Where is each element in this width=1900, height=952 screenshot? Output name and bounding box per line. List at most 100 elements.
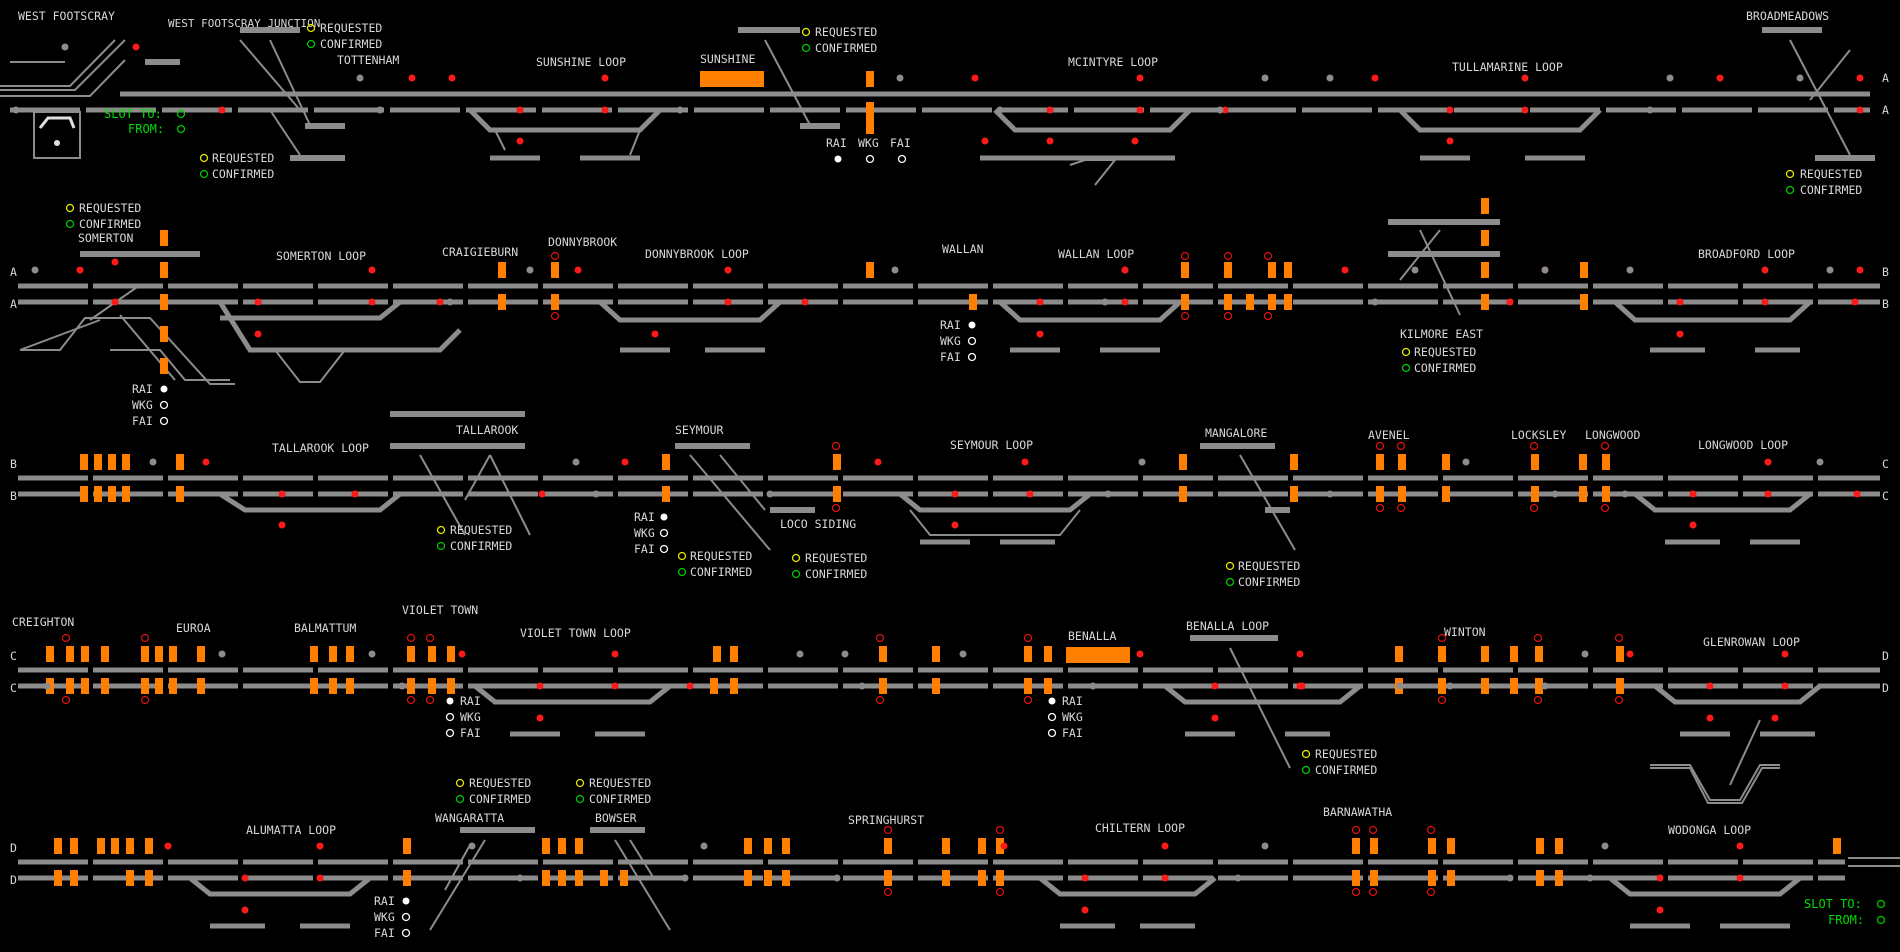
glenrowan-loop [1653, 684, 1822, 705]
alumatta-loop [188, 876, 372, 897]
requested-label: REQUESTED [212, 151, 274, 165]
station-bowser: BOWSER [595, 811, 637, 825]
station-loco-siding: LOCO SIDING [780, 517, 856, 531]
longwood-loop [1633, 492, 1812, 513]
tullamarine-loop [1398, 108, 1602, 133]
station-tullamarine-loop: TULLAMARINE LOOP [1452, 60, 1563, 74]
row-marker: D [1882, 649, 1889, 663]
row-b-signals[interactable] [31, 258, 1864, 338]
row-e-ring-signals [883, 825, 1436, 897]
row-marker: A [1882, 71, 1889, 85]
wkg-label: WKG [460, 710, 481, 724]
confirmed-label: CONFIRMED [1315, 763, 1377, 777]
row-a-signals[interactable] [12, 43, 1864, 145]
requested-label: REQUESTED [1800, 167, 1862, 181]
row-b: SOMERTON SOMERTON LOOP CRAIGIEBURN DONNY… [10, 198, 1889, 428]
row-c-occupancy [80, 454, 1610, 502]
slot-to-label: SLOT TO: [104, 107, 162, 121]
row-marker: D [10, 873, 17, 887]
requested-label: REQUESTED [805, 551, 867, 565]
requested-label: REQUESTED [320, 21, 382, 35]
station-kilmore-east: KILMORE EAST [1400, 327, 1483, 341]
slot-to-label: SLOT TO: [1804, 897, 1862, 911]
requested-label: REQUESTED [589, 776, 651, 790]
mcintyre-loop [993, 108, 1192, 133]
station-tallarook: TALLAROOK [456, 423, 518, 437]
station-donnybrook: DONNYBROOK [548, 235, 617, 249]
row-b-occupancy [160, 198, 1588, 374]
rai-label: RAI [460, 694, 481, 708]
tallarook-loop [218, 491, 402, 513]
station-balmattum: BALMATTUM [294, 621, 356, 635]
rai-label: RAI [826, 136, 847, 150]
station-violet-town: VIOLET TOWN [402, 603, 478, 617]
row-e-signals[interactable] [164, 842, 1744, 914]
station-sunshine-loop: SUNSHINE LOOP [536, 55, 626, 69]
fai-label: FAI [890, 136, 911, 150]
wkg-label: WKG [132, 398, 153, 412]
row-d: CREIGHTON EUROA BALMATTUM VIOLET TOWN VI… [10, 603, 1889, 804]
panel-icon[interactable] [33, 111, 81, 159]
station-wangaratta: WANGARATTA [435, 811, 504, 825]
fai-label: FAI [132, 414, 153, 428]
rai-label: RAI [634, 510, 655, 524]
fai-label: FAI [460, 726, 481, 740]
confirmed-label: CONFIRMED [320, 37, 382, 51]
rai-label: RAI [1062, 694, 1083, 708]
station-glenrowan-loop: GLENROWAN LOOP [1703, 635, 1800, 649]
fai-label: FAI [940, 350, 961, 364]
row-a: WEST FOOTSCRAY WEST FOOTSCRAY JUNCTION T… [0, 9, 1889, 197]
seymour-loop [898, 492, 1092, 513]
station-springhurst: SPRINGHURST [848, 813, 924, 827]
requested-label: REQUESTED [450, 523, 512, 537]
wkg-label: WKG [1062, 710, 1083, 724]
station-alumatta-loop: ALUMATTA LOOP [246, 823, 336, 837]
station-longwood-loop: LONGWOOD LOOP [1698, 438, 1788, 452]
station-west-footscray: WEST FOOTSCRAY [18, 9, 115, 23]
row-marker: C [1882, 489, 1889, 503]
sunshine-loop [468, 108, 662, 133]
violet-town-loop [473, 684, 672, 705]
rai-label: RAI [132, 382, 153, 396]
station-seymour-loop: SEYMOUR LOOP [950, 438, 1033, 452]
row-marker: C [10, 649, 17, 663]
fai-label: FAI [634, 542, 655, 556]
sunshine-platform-occupied [700, 71, 764, 87]
west-footscray-branch [0, 39, 116, 87]
station-tottenham: TOTTENHAM [337, 53, 399, 67]
benalla-platform-occupied [1066, 647, 1130, 663]
row-b-ring-signals [550, 251, 1273, 321]
confirmed-label: CONFIRMED [450, 539, 512, 553]
row-marker: C [10, 681, 17, 695]
row-marker: C [1882, 457, 1889, 471]
confirmed-label: CONFIRMED [805, 567, 867, 581]
row-c-signals[interactable] [149, 458, 1861, 529]
row-marker: B [10, 489, 17, 503]
rai-label: RAI [374, 894, 395, 908]
confirmed-label: CONFIRMED [469, 792, 531, 806]
confirmed-label: CONFIRMED [212, 167, 274, 181]
row-marker: A [10, 265, 17, 279]
station-longwood: LONGWOOD [1585, 428, 1640, 442]
row-marker: B [1882, 265, 1889, 279]
requested-label: REQUESTED [1315, 747, 1377, 761]
confirmed-label: CONFIRMED [1800, 183, 1862, 197]
rai-label: RAI [940, 318, 961, 332]
station-wallan-loop: WALLAN LOOP [1058, 247, 1134, 261]
row-marker: D [1882, 681, 1889, 695]
station-somerton-loop: SOMERTON LOOP [276, 249, 366, 263]
station-wallan: WALLAN [942, 242, 984, 256]
station-violet-town-loop: VIOLET TOWN LOOP [520, 626, 631, 640]
confirmed-label: CONFIRMED [1414, 361, 1476, 375]
requested-label: REQUESTED [1414, 345, 1476, 359]
row-c: TALLAROOK LOOP TALLAROOK SEYMOUR SEYMOUR… [10, 411, 1889, 589]
row-d-signals[interactable] [43, 650, 1789, 722]
requested-label: REQUESTED [815, 25, 877, 39]
station-winton: WINTON [1444, 625, 1486, 639]
row-marker: A [10, 297, 17, 311]
confirmed-label: CONFIRMED [690, 565, 752, 579]
station-broadford-loop: BROADFORD LOOP [1698, 247, 1795, 261]
row-marker: D [10, 841, 17, 855]
